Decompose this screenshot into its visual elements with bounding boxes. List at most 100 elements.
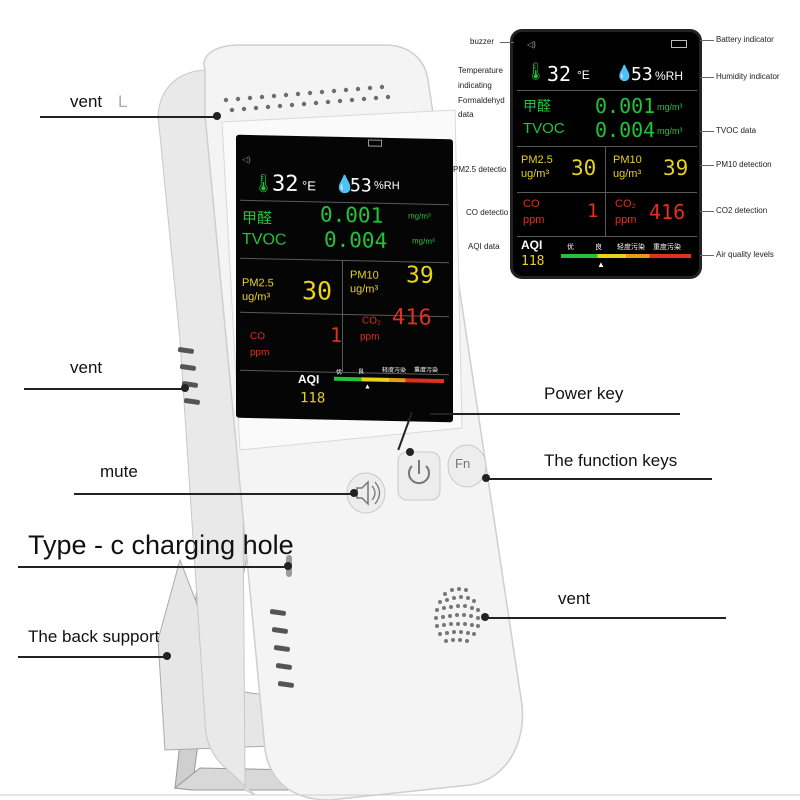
connector-battery: [700, 40, 714, 41]
tvoc-label: TVOC: [242, 230, 287, 249]
dot-vent-side: [181, 384, 189, 392]
label-battery: Battery indicator: [716, 35, 774, 44]
inset-humidity-value: 53: [631, 64, 653, 85]
inset-humidity-unit: %RH: [655, 69, 684, 83]
inset-divider-4: [517, 236, 697, 237]
label-mute: mute: [100, 462, 138, 481]
label-back-support: The back support: [28, 627, 160, 646]
inset-aqi-label: AQI: [521, 238, 543, 252]
connector-co2: [700, 211, 714, 212]
connector-air-quality: [700, 255, 714, 256]
formaldehyde-unit: mg/m³: [408, 211, 431, 221]
aqi-pointer-icon: ▲: [364, 383, 371, 391]
inset-co2-unit: ppm: [615, 214, 637, 226]
inset-tvoc-value: 0.004: [595, 118, 656, 142]
inset-aqi-level-fair: 良: [595, 244, 602, 251]
co-unit: ppm: [250, 347, 270, 359]
fn-button-label[interactable]: Fn: [455, 456, 471, 471]
line-vent-front: [486, 617, 726, 619]
connector-buzzer: [500, 42, 514, 43]
aqi-label: AQI: [298, 372, 320, 387]
co2-value: 416: [392, 304, 432, 331]
inset-aqi-bar: [561, 254, 691, 258]
temperature-unit: °E: [302, 178, 316, 194]
inset-buzzer-icon: ◁): [527, 40, 536, 49]
connector-tvoc: [700, 131, 714, 132]
inset-co-label: CO: [523, 198, 540, 210]
inset-formaldehyde-label: 甲醛: [523, 98, 551, 114]
side-vent-slots: [177, 347, 294, 688]
inset-temperature-value: 32: [547, 62, 572, 86]
inset-thermometer-icon: 🌡: [525, 62, 547, 81]
inset-divider-3: [517, 192, 697, 193]
label-pm25: PM2.5 detectio: [453, 165, 507, 174]
mute-button[interactable]: [346, 472, 386, 514]
label-co: CO detectio: [466, 208, 509, 217]
pm10-value: 39: [406, 262, 434, 289]
inset-pm25-value: 30: [571, 156, 597, 180]
dot-function-keys: [482, 474, 490, 482]
buzzer-icon: ◁): [242, 154, 251, 165]
inset-tvoc-unit: mg/m³: [657, 126, 683, 136]
pm25-label: PM2.5: [242, 276, 274, 290]
label-formaldehyde-2: data: [458, 110, 474, 119]
connector-pm10: [700, 165, 714, 166]
aqi-level-light: 轻度污染: [382, 367, 407, 375]
inset-co-value: 1: [587, 200, 599, 222]
dot-type-c: [284, 562, 292, 570]
connector-humidity: [700, 77, 714, 78]
label-vent-front: vent: [558, 589, 591, 608]
pm10-unit: ug/m³: [350, 283, 379, 296]
dot-power-key: [406, 448, 414, 456]
top-vent-holes: [223, 84, 391, 113]
label-temperature: Temperature: [458, 66, 503, 75]
co-label: CO: [250, 331, 265, 343]
label-tvoc: TVOC data: [716, 126, 757, 135]
inset-divider-1: [517, 90, 697, 91]
humidity-unit: %RH: [374, 179, 400, 193]
formaldehyde-value: 0.001: [320, 202, 384, 228]
label-humidity: Humidity indicator: [716, 72, 780, 81]
label-co2: CO2 detection: [716, 206, 768, 215]
line-type-c: [18, 566, 288, 568]
label-vent-side: vent: [70, 358, 103, 377]
inset-formaldehyde-value: 0.001: [595, 94, 656, 118]
label-air-quality: Air quality levels: [716, 250, 774, 259]
label-vent-top-garble: L: [118, 92, 128, 111]
pm25-value: 30: [302, 276, 333, 306]
inset-tvoc-label: TVOC: [523, 120, 565, 137]
inset-pm10-unit: ug/m³: [613, 168, 642, 180]
inset-co-unit: ppm: [523, 214, 545, 226]
screen-divider-v: [342, 259, 343, 372]
inset-aqi-level-good: 优: [567, 244, 574, 251]
line-vent-side: [24, 388, 184, 390]
front-vent-grid: [434, 587, 480, 643]
line-power-key: [430, 413, 680, 415]
inset-temperature-unit: °E: [577, 68, 590, 82]
dot-back-support: [163, 652, 171, 660]
inset-humidity-drop-icon: 💧: [615, 65, 634, 82]
inset-co2-value: 416: [649, 200, 686, 224]
label-formaldehyde: Formaldehyd: [458, 96, 505, 105]
aqi-level-fair: 良: [358, 369, 365, 376]
dot-vent-front: [481, 613, 489, 621]
label-buzzer: buzzer: [470, 37, 495, 46]
dot-vent-top: [213, 112, 221, 120]
label-aqi: AQI data: [468, 242, 500, 251]
power-button[interactable]: [397, 451, 441, 501]
humidity-value: 53: [350, 175, 372, 197]
aqi-value: 118: [300, 390, 326, 407]
tvoc-unit: mg/m³: [412, 236, 435, 246]
aqi-level-heavy: 重度污染: [414, 367, 439, 374]
inset-pm10-label: PM10: [613, 154, 642, 166]
temperature-value: 32: [272, 171, 299, 198]
battery-icon: [368, 139, 382, 147]
pm10-label: PM10: [350, 269, 379, 282]
aqi-bar: [334, 376, 444, 384]
inset-screen: ◁) 🌡 32 °E 💧 53 %RH 甲醛 0.001 mg/m³ TVOC …: [510, 29, 702, 279]
line-function-keys: [488, 478, 712, 480]
tvoc-value: 0.004: [324, 227, 388, 253]
inset-aqi-pointer-icon: ▲: [597, 260, 605, 269]
label-function-keys: The function keys: [544, 451, 678, 470]
fn-button[interactable]: [447, 444, 487, 488]
